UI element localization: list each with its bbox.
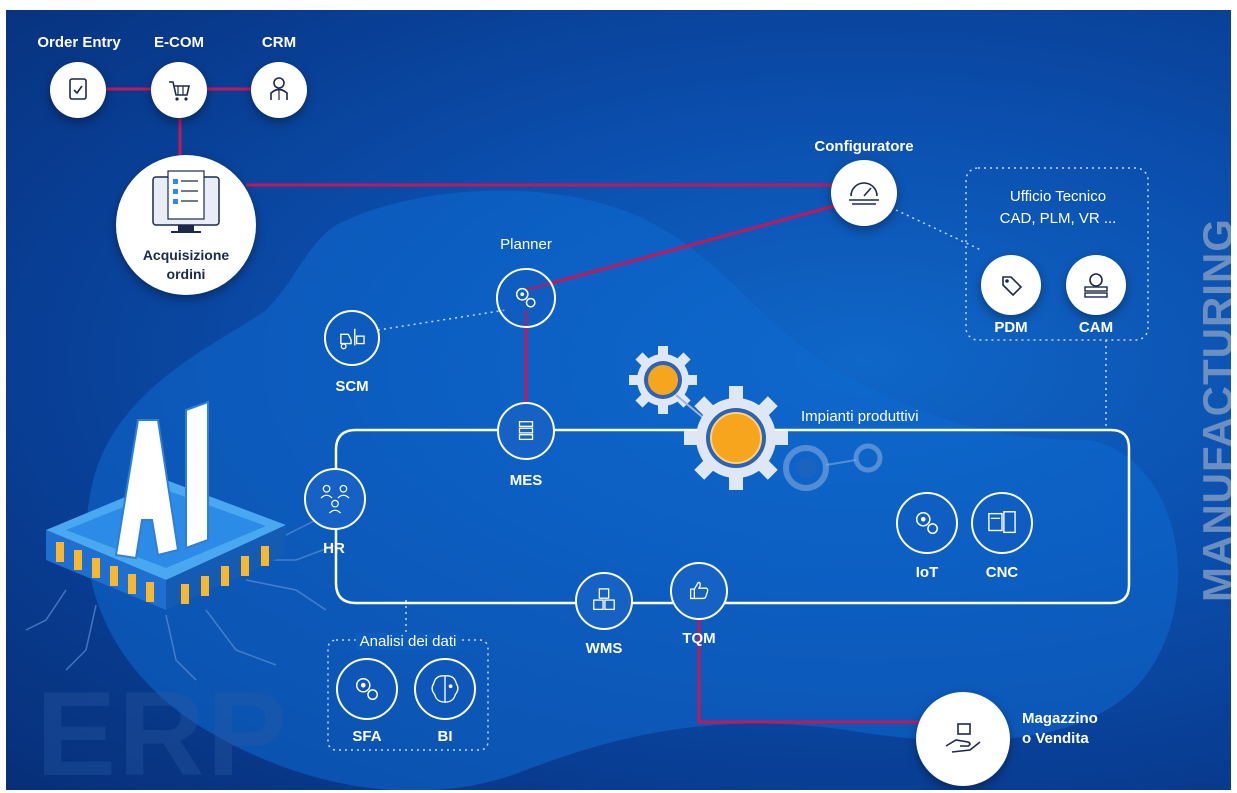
sfa-label: SFA — [352, 728, 382, 745]
crm-label: CRM — [261, 34, 297, 51]
cnc-machine-icon — [988, 511, 1016, 534]
acquisizione-label-line2: ordini — [166, 266, 206, 282]
sfa-node[interactable] — [336, 658, 398, 720]
cnc-label: CNC — [985, 564, 1019, 581]
pdm-label: PDM — [994, 319, 1028, 336]
erp-diagram-canvas: MANUFACTURING ERP Order Entry E-COM CRM — [6, 10, 1231, 790]
bi-label: BI — [437, 728, 453, 745]
manufacturing-watermark: MANUFACTURING — [1194, 218, 1231, 602]
magazzino-label-line1: Magazzino — [1022, 710, 1098, 727]
ecom-label: E-COM — [154, 34, 204, 51]
hand-box-icon — [945, 723, 981, 753]
hr-label: HR — [323, 540, 345, 557]
magazzino-label-line2: o Vendita — [1022, 730, 1089, 747]
mes-node[interactable] — [497, 402, 555, 460]
thumbs-up-icon — [689, 581, 709, 600]
iot-label: IoT — [915, 564, 939, 581]
cnc-node[interactable] — [971, 492, 1033, 554]
ufficio-tecnico-title: Ufficio Tecnico — [1009, 188, 1107, 205]
tqm-node[interactable] — [670, 562, 728, 620]
wms-label: WMS — [585, 640, 623, 657]
tag-icon — [1002, 276, 1023, 297]
crm-node[interactable] — [251, 62, 307, 118]
impianti-produttivi-label: Impianti produttivi — [801, 408, 919, 425]
cam-label: CAM — [1078, 319, 1114, 336]
person-icon — [270, 77, 288, 100]
bi-node[interactable] — [414, 658, 476, 720]
server-icon — [518, 421, 534, 441]
hr-node[interactable] — [304, 468, 366, 530]
gear-faded-small-icon — [853, 443, 883, 473]
analisi-dati-label: Analisi dei dati — [355, 633, 461, 650]
production-gears — [629, 346, 883, 491]
forklift-icon — [340, 328, 365, 350]
gear-large-orange-icon — [684, 386, 788, 490]
acquisizione-label-line1: Acquisizione — [142, 247, 230, 263]
wms-node[interactable] — [575, 572, 633, 630]
order-entry-label: Order Entry — [37, 34, 121, 51]
brain-icon — [431, 675, 459, 703]
gears-icon — [915, 511, 939, 535]
tqm-label: TQM — [682, 630, 716, 647]
pdm-node[interactable] — [981, 255, 1041, 315]
monitor-form-icon — [152, 170, 220, 233]
ai-chip-illustration — [25, 400, 337, 681]
people-group-icon — [320, 484, 350, 514]
configuratore-label: Configuratore — [814, 138, 914, 155]
configuratore-node[interactable] — [831, 160, 897, 226]
ufficio-tecnico-subtitle: CAD, PLM, VR ... — [999, 210, 1117, 227]
erp-watermark: ERP — [36, 667, 289, 790]
gears-icon — [515, 287, 536, 308]
planner-node[interactable] — [496, 268, 556, 328]
process-loop — [334, 428, 1131, 605]
scm-node[interactable] — [324, 310, 380, 366]
mes-label: MES — [509, 472, 543, 489]
checklist-doc-icon — [69, 78, 87, 100]
cam-machine-icon — [1084, 273, 1108, 298]
iot-node[interactable] — [896, 492, 958, 554]
cam-node[interactable] — [1066, 255, 1126, 315]
magazzino-node[interactable] — [916, 692, 1010, 786]
gear-faded-icon — [783, 445, 829, 491]
scm-label: SCM — [335, 378, 369, 395]
ai-letters — [114, 400, 209, 560]
acquisizione-ordini-node[interactable] — [116, 155, 256, 295]
planner-label: Planner — [500, 236, 552, 253]
order-entry-node[interactable] — [50, 62, 106, 118]
boxes-icon — [593, 588, 615, 611]
gears-icon — [355, 677, 379, 701]
shopping-cart-icon — [169, 81, 190, 101]
gear-small-orange-icon — [629, 346, 697, 414]
ecom-node[interactable] — [151, 62, 207, 118]
gauge-icon — [849, 182, 879, 205]
